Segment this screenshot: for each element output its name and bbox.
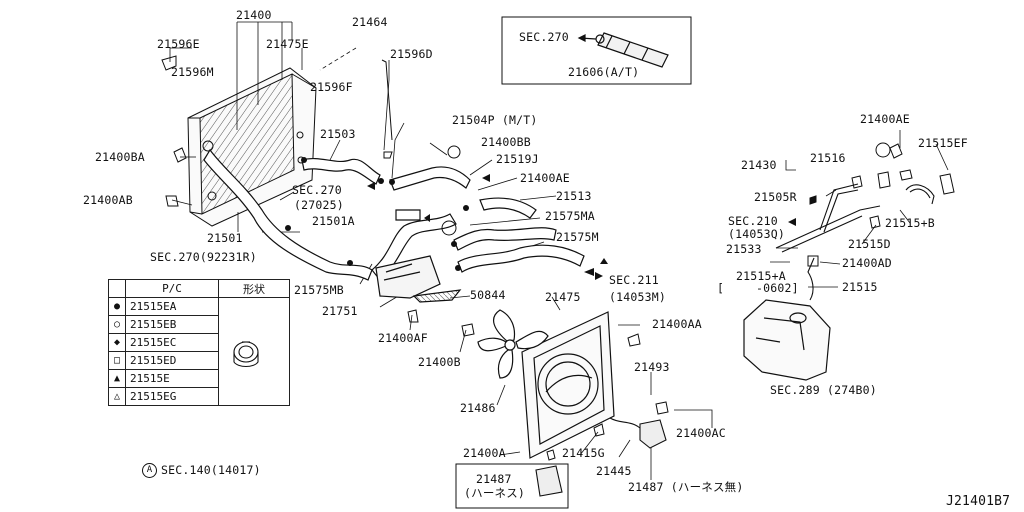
harness-box [455, 463, 569, 509]
upper-hoses [203, 148, 585, 281]
part-21606: 21606(A/T) [568, 65, 640, 79]
part-21487-harness: 21487 [476, 472, 512, 486]
filled-circle-icon: ● [108, 297, 126, 316]
table-row: ● 21515EA [108, 297, 290, 406]
part-21445: 21445 [596, 464, 632, 478]
sec-210: SEC.210 [728, 214, 778, 228]
date-bracket-open: [ [717, 281, 725, 295]
part-21501A: 21501A [312, 214, 355, 228]
table-cell-code: 21515EC [125, 333, 219, 352]
table-header-pc: P/C [125, 279, 219, 298]
sec-289: SEC.289 (274B0) [770, 383, 877, 397]
circle-a-icon: A [142, 463, 157, 478]
sec-140-text: SEC.140(14017) [161, 463, 261, 477]
table-header-shape: 形状 [218, 279, 290, 298]
direction-arrows [367, 174, 796, 280]
part-21400AD: 21400AD [842, 256, 892, 270]
table-cell-code: 21515EB [125, 315, 219, 334]
reservoir-hoses [775, 183, 935, 301]
part-21515: 21515 [842, 280, 878, 294]
part-21430: 21430 [741, 158, 777, 172]
right-clips [807, 142, 955, 267]
square-icon: □ [108, 351, 126, 370]
part-21516: 21516 [810, 151, 846, 165]
sec-140: A SEC.140(14017) [142, 463, 261, 478]
fan-blade [477, 309, 549, 379]
fan-shroud [521, 311, 615, 459]
inset-box [501, 16, 692, 85]
part-21575MB: 21575MB [294, 283, 344, 297]
table-header-row: P/C 形状 [108, 279, 290, 298]
part-21487-harness-sub: (ハーネス) [464, 486, 526, 500]
part-21505R: 21505R [754, 190, 797, 204]
sec-211-sub: (14053M) [609, 290, 666, 304]
part-21400AA: 21400AA [652, 317, 702, 331]
part-21400AC: 21400AC [676, 426, 726, 440]
part-21400AE-right: 21400AE [860, 112, 910, 126]
part-50844: 50844 [470, 288, 506, 302]
part-21533: 21533 [726, 242, 762, 256]
part-21400AF: 21400AF [378, 331, 428, 345]
date-0602: -0602] [756, 281, 799, 295]
part-21400BB: 21400BB [481, 135, 531, 149]
coolant-reservoir [743, 299, 831, 381]
sec-270-inset: SEC.270 [519, 30, 569, 44]
part-21515B: 21515+B [885, 216, 935, 230]
part-21575M: 21575M [556, 230, 599, 244]
part-21415G: 21415G [562, 446, 605, 460]
sec-270-92231R: SEC.270(92231R) [150, 250, 257, 264]
part-21400: 21400 [236, 8, 272, 22]
pc-table: P/C 形状 ● 21515EA ○ 21515EB ◆ 21515EC □ 2… [108, 279, 290, 406]
diamond-icon: ◆ [108, 333, 126, 352]
fan-motor [535, 417, 667, 497]
filled-triangle-icon: ▲ [108, 369, 126, 388]
sec-210-sub: (14053Q) [728, 227, 785, 241]
part-21493: 21493 [634, 360, 670, 374]
part-21400BA: 21400BA [95, 150, 145, 164]
part-21475E: 21475E [266, 37, 309, 51]
table-header-blank [108, 279, 126, 298]
diagram-code: J21401B7 [946, 494, 1011, 509]
sec-270-27025-sub: (27025) [294, 198, 344, 212]
part-21596E: 21596E [157, 37, 200, 51]
hollow-triangle-icon: △ [108, 387, 126, 406]
hollow-circle-icon: ○ [108, 315, 126, 334]
part-21751: 21751 [322, 304, 358, 318]
part-21596D: 21596D [390, 47, 433, 61]
part-21400AB: 21400AB [83, 193, 133, 207]
part-21400A: 21400A [463, 446, 506, 460]
part-21475: 21475 [545, 290, 581, 304]
table-row: △ 21515EG [108, 387, 290, 406]
part-21519J: 21519J [496, 152, 539, 166]
table-cell-code: 21515EA [125, 297, 219, 316]
table-cell-code: 21515EG [125, 387, 219, 406]
part-21596F: 21596F [310, 80, 353, 94]
table-row: □ 21515ED [108, 351, 290, 370]
clips [161, 55, 669, 461]
part-21503: 21503 [320, 127, 356, 141]
part-21487-no-harness: 21487 (ハーネス無) [628, 480, 744, 494]
table-cell-code: 21515ED [125, 351, 219, 370]
reservoir-tank [375, 255, 462, 303]
part-21513: 21513 [556, 189, 592, 203]
radiator [187, 67, 317, 227]
mark-A [441, 220, 457, 236]
clamp-dots [285, 157, 469, 271]
sec-270-27025: SEC.270 [292, 183, 342, 197]
table-cell-shape [218, 297, 290, 406]
oil-cooler-pipe [577, 32, 669, 68]
part-21515A: 21515+A [736, 269, 786, 283]
part-21504P: 21504P (M/T) [452, 113, 538, 127]
part-21515D: 21515D [848, 237, 891, 251]
part-21464: 21464 [352, 15, 388, 29]
part-21575MA: 21575MA [545, 209, 595, 223]
part-21515EF: 21515EF [918, 136, 968, 150]
part-21501: 21501 [207, 231, 243, 245]
table-cell-code: 21515E [125, 369, 219, 388]
part-21486: 21486 [460, 401, 496, 415]
part-21596M: 21596M [171, 65, 214, 79]
sec-211: SEC.211 [609, 273, 659, 287]
part-21400B: 21400B [418, 355, 461, 369]
part-21400AE-mid: 21400AE [520, 171, 570, 185]
